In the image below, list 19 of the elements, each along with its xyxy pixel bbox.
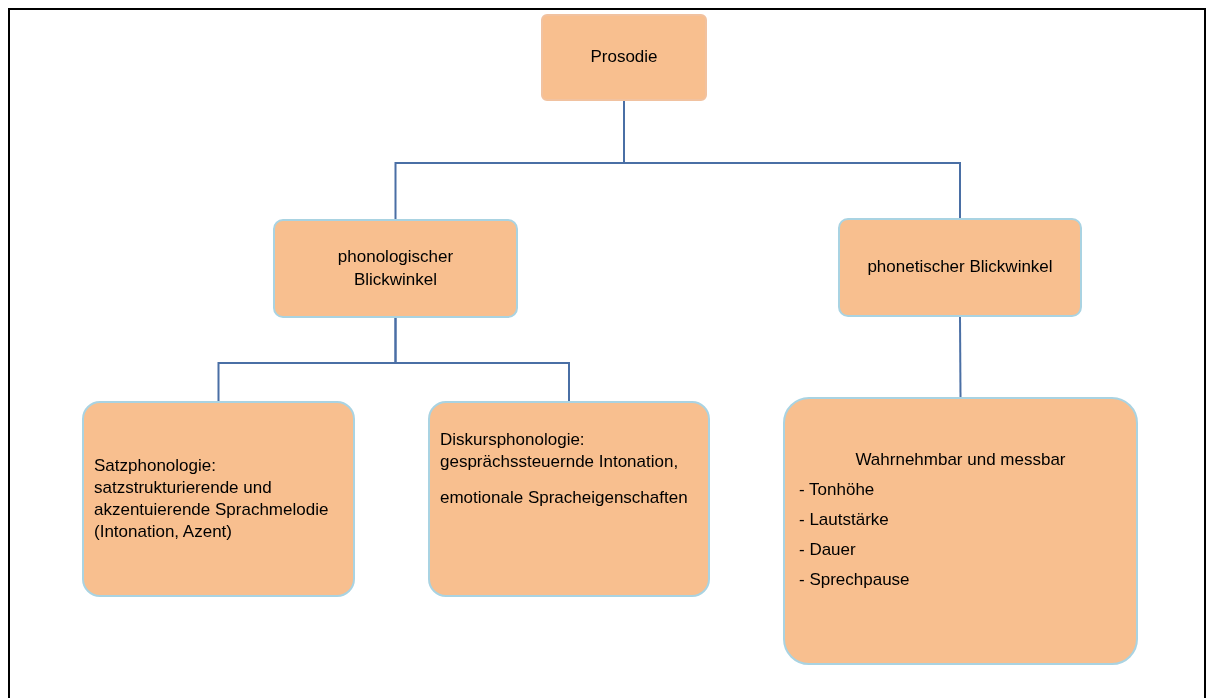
box-text: Satzphonologie: satzstrukturierende und akzentuierende Sprachmelodie (Intonation, Azent) — [94, 454, 330, 544]
box-text: Diskursphonologie: gesprächssteuernde Intonation, — [440, 429, 680, 474]
box-text: phonetischer Blickwinkel — [867, 256, 1053, 279]
box-text: - Dauer — [799, 539, 857, 562]
box-text: - Tonhöhe — [799, 479, 876, 502]
box-text: - Lautstärke — [799, 509, 890, 532]
topic-box — [541, 14, 707, 101]
box-text: Prosodie — [590, 46, 658, 69]
topic-box — [838, 218, 1082, 317]
box-text: Wahrnehmbar und messbar — [854, 449, 1067, 471]
connector-line — [959, 316, 962, 398]
topic-box — [82, 401, 355, 597]
topic-box — [428, 401, 710, 597]
box-text: - Sprechpause — [799, 569, 911, 592]
connector-line — [394, 317, 570, 402]
box-text: emotionale Spracheigenschaften — [440, 487, 689, 510]
topic-box — [783, 397, 1138, 665]
box-text: phonologischer Blickwinkel — [336, 246, 455, 291]
topic-box — [273, 219, 518, 318]
